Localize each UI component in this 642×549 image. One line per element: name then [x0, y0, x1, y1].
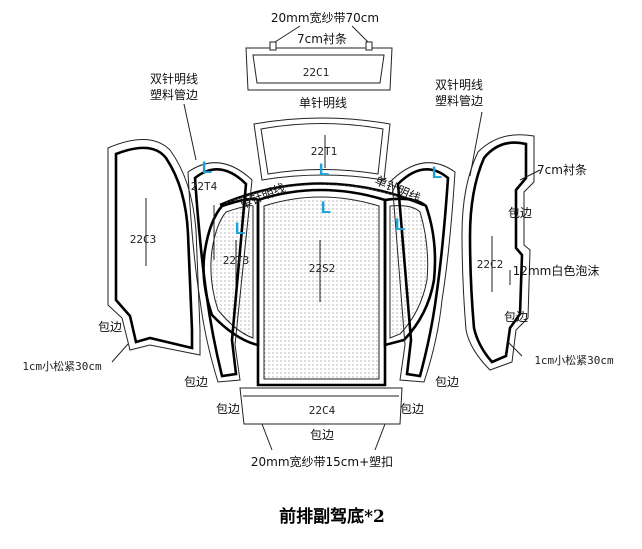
l-mark-t1: L: [319, 160, 329, 179]
bottom-tape-label: 20mm宽纱带15cm+塑扣: [251, 454, 393, 469]
single-stitch-label: 单针明线: [299, 95, 347, 110]
top-tape-label: 20mm宽纱带70cm: [271, 10, 379, 25]
piece-right-outer: [391, 162, 456, 383]
piece-22c1: [245, 25, 393, 91]
l-mark-right-outer: L: [432, 163, 442, 182]
binding-bottom-left-label: 包边: [184, 375, 208, 389]
piece-22c2: [461, 134, 535, 371]
plastic-edge-left: 塑料管边: [150, 87, 198, 102]
binding-c4-right-label: 包边: [400, 402, 424, 416]
piece-label-22c3: 22C3: [130, 233, 157, 246]
binding-c4-left-label: 包边: [216, 402, 240, 416]
piece-22c3: [107, 139, 201, 356]
piece-right-dotted: [383, 197, 437, 347]
piece-label-22t3: 22T3: [223, 254, 250, 267]
piece-22t1: [253, 117, 391, 181]
elastic-left-label: 1cm小松紧30cm: [22, 359, 102, 373]
l-mark-s2: L: [321, 198, 331, 217]
piece-label-22t1: 22T1: [311, 145, 338, 158]
piece-22t4: [187, 162, 253, 383]
piece-label-22c1: 22C1: [303, 66, 330, 79]
binding-bottom-label: 包边: [310, 428, 334, 442]
double-stitch-left: 双针明线: [150, 71, 198, 86]
piece-label-22c4: 22C4: [309, 404, 336, 417]
piece-22s2: [256, 188, 387, 387]
foam-label: 12mm白色泡沫: [513, 263, 600, 278]
elastic-right-label: 1cm小松紧30cm: [534, 353, 614, 367]
binding-left-label: 包边: [98, 320, 122, 334]
l-mark-t3: L: [235, 219, 245, 238]
binding-right-low-label: 包边: [504, 310, 528, 324]
piece-label-22s2: 22S2: [309, 262, 336, 275]
stitch-arc-right-label: 单针明线: [373, 172, 423, 205]
lining-right-label: 7cm衬条: [537, 163, 587, 177]
plastic-edge-right: 塑料管边: [435, 93, 483, 108]
piece-label-22c2: 22C2: [477, 258, 504, 271]
binding-bottom-right-label: 包边: [435, 375, 459, 389]
leader-lines: [111, 103, 541, 363]
diagram-title: 前排副驾底*2: [279, 506, 385, 527]
top-lining-label: 7cm衬条: [297, 32, 347, 46]
piece-22t3: [202, 197, 260, 347]
piece-label-22t4: 22T4: [191, 180, 218, 193]
double-stitch-right: 双针明线: [435, 77, 483, 92]
l-mark-right-inner: L: [395, 215, 405, 234]
piece-22c4: [239, 387, 403, 451]
binding-right-mid-label: 包边: [508, 206, 532, 220]
l-mark-t4: L: [202, 158, 212, 177]
